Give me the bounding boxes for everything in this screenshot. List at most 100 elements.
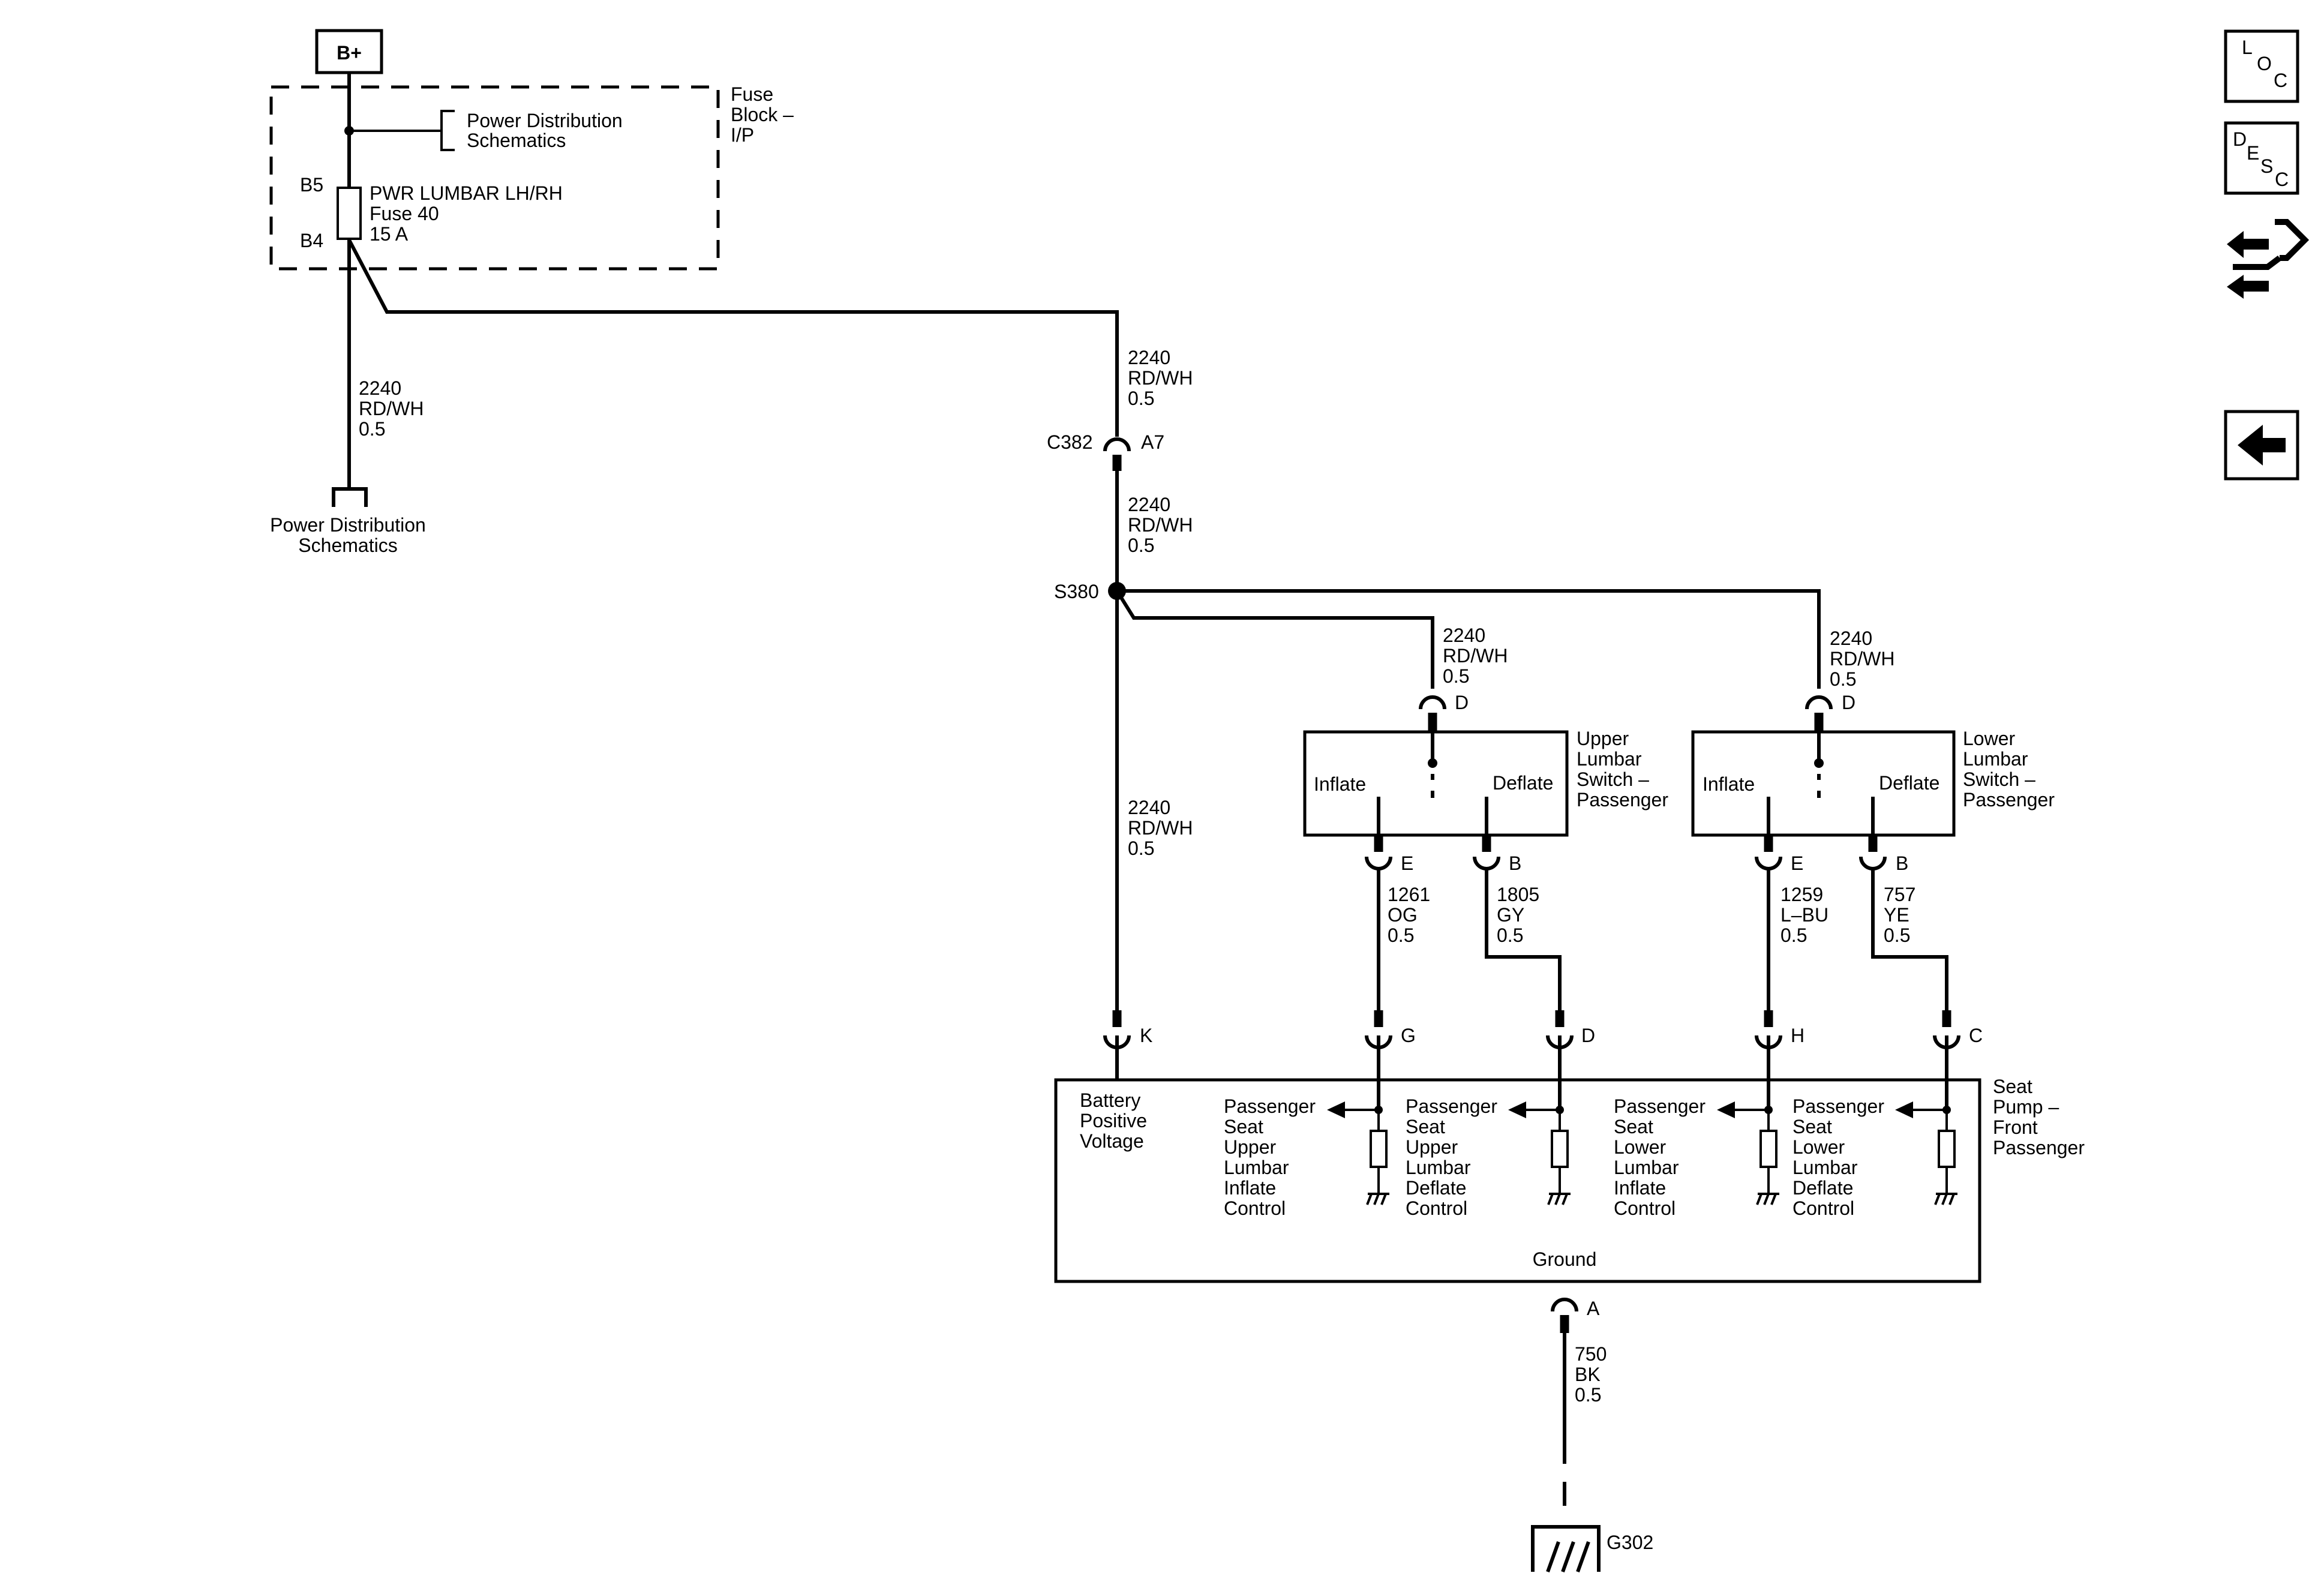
switch-feed-branches: 2240 RD/WH 0.5 2240 RD/WH 0.5 bbox=[1115, 589, 1894, 690]
svg-text:Inflate: Inflate bbox=[1224, 1177, 1276, 1199]
upper-inflate-pin: E bbox=[1401, 852, 1413, 874]
desc-letter-d: D bbox=[2233, 128, 2247, 150]
ground-point-label: G302 bbox=[1607, 1532, 1653, 1553]
loc-letter-c: C bbox=[2274, 70, 2287, 91]
lower-deflate-pin: B bbox=[1896, 852, 1908, 874]
desc-letter-s: S bbox=[2260, 155, 2273, 177]
pump-pin-g: G bbox=[1401, 1025, 1416, 1046]
fuse-pin-in: B5 bbox=[300, 174, 323, 196]
svg-text:Control: Control bbox=[1406, 1197, 1467, 1219]
pump-pin-k: K bbox=[1140, 1025, 1152, 1046]
loc-letter-o: O bbox=[2257, 53, 2272, 74]
upper-deflate-wire-color: GY bbox=[1497, 904, 1524, 926]
svg-text:Lumbar: Lumbar bbox=[1792, 1157, 1858, 1178]
control-label-upper-deflate: Passenger Seat Upper Lumbar Deflate Cont… bbox=[1406, 1095, 1497, 1219]
lower-feed-wire-color: RD/WH bbox=[1830, 648, 1894, 670]
pump-input-pins: G D H C bbox=[1365, 1010, 1983, 1110]
battery-label: B+ bbox=[337, 42, 362, 64]
lower-inflate-wire-color: L–BU bbox=[1780, 904, 1828, 926]
upper-feed-wire-color: RD/WH bbox=[1443, 645, 1508, 667]
upper-deflate-label: Deflate bbox=[1493, 772, 1553, 794]
svg-text:Seat: Seat bbox=[1792, 1116, 1832, 1137]
battery-voltage-line-1: Battery bbox=[1080, 1089, 1140, 1111]
svg-text:Upper: Upper bbox=[1406, 1136, 1458, 1158]
nav-location-button[interactable]: L O C bbox=[2224, 29, 2299, 103]
ground-circuit: A 750 BK 0.5 G302 bbox=[1531, 1298, 1653, 1573]
control-label-lower-deflate: Passenger Seat Lower Lumbar Deflate Cont… bbox=[1792, 1095, 1884, 1219]
pump-ground-label: Ground bbox=[1533, 1248, 1597, 1270]
lower-feed-wire-number: 2240 bbox=[1830, 628, 1872, 649]
ground-wire-gauge: 0.5 bbox=[1575, 1384, 1601, 1406]
fuse-line-2: Fuse 40 bbox=[370, 203, 439, 224]
upper-inflate-label: Inflate bbox=[1314, 773, 1366, 795]
upper-feed-pin: D bbox=[1455, 692, 1469, 713]
svg-text:Seat: Seat bbox=[1406, 1116, 1445, 1137]
left-wire-gauge: 0.5 bbox=[359, 418, 385, 440]
fuse-line-3: 15 A bbox=[370, 223, 409, 245]
battery-voltage-line-2: Positive bbox=[1080, 1110, 1147, 1131]
main-mid-wire-number: 2240 bbox=[1128, 494, 1170, 515]
nav-back-button[interactable] bbox=[2224, 410, 2299, 481]
fuse-pin-out: B4 bbox=[300, 230, 323, 251]
lower-lumbar-switch: D Inflate Deflate Lower Lumbar Switch – … bbox=[1691, 692, 2055, 1014]
main-top-wire-number: 2240 bbox=[1128, 347, 1170, 368]
svg-text:Passenger: Passenger bbox=[1792, 1095, 1884, 1117]
svg-text:Deflate: Deflate bbox=[1406, 1177, 1466, 1199]
svg-text:Passenger: Passenger bbox=[1406, 1095, 1497, 1117]
lower-deflate-wire-gauge: 0.5 bbox=[1884, 924, 1910, 946]
control-circuit-upper-deflate bbox=[1508, 1101, 1571, 1205]
svg-text:Control: Control bbox=[1224, 1197, 1286, 1219]
pump-pin-c: C bbox=[1969, 1025, 1983, 1046]
left-wire-color: RD/WH bbox=[359, 398, 424, 419]
nav-description-button[interactable]: D E S C bbox=[2224, 121, 2299, 195]
svg-text:Control: Control bbox=[1792, 1197, 1854, 1219]
svg-text:Lower: Lower bbox=[1614, 1136, 1667, 1158]
svg-text:Passenger: Passenger bbox=[1614, 1095, 1706, 1117]
svg-text:Seat: Seat bbox=[1614, 1116, 1653, 1137]
ground-wire-color: BK bbox=[1575, 1364, 1601, 1385]
location-icon[interactable] bbox=[2224, 29, 2299, 103]
left-ref-line-1: Power Distribution bbox=[270, 514, 426, 536]
svg-text:Lumbar: Lumbar bbox=[1224, 1157, 1289, 1178]
fuse-block: Fuse Block – I/P Power Distribution Sche… bbox=[269, 73, 794, 271]
svg-text:Lumbar: Lumbar bbox=[1614, 1157, 1679, 1178]
upper-feed-wire-gauge: 0.5 bbox=[1443, 665, 1469, 687]
control-circuit-lower-deflate bbox=[1895, 1101, 1957, 1205]
svg-text:Passenger: Passenger bbox=[1224, 1095, 1316, 1117]
nav-connector-button[interactable] bbox=[2224, 216, 2310, 300]
upper-inflate-wire-number: 1261 bbox=[1388, 884, 1430, 905]
control-circuit-lower-inflate bbox=[1717, 1101, 1779, 1205]
svg-text:Upper: Upper bbox=[1224, 1136, 1277, 1158]
pump-name-3: Front bbox=[1993, 1116, 2038, 1138]
ground-connector-symbol bbox=[1551, 1298, 1578, 1312]
lower-feed-pin: D bbox=[1842, 692, 1855, 713]
connector-icon[interactable] bbox=[2224, 216, 2310, 300]
description-icon[interactable] bbox=[2224, 121, 2299, 195]
main-top-wire-gauge: 0.5 bbox=[1128, 388, 1154, 409]
left-ref-line-2: Schematics bbox=[298, 535, 397, 556]
upper-switch-name-4: Passenger bbox=[1577, 789, 1668, 810]
main-low-wire-color: RD/WH bbox=[1128, 817, 1193, 839]
lower-feed-wire-gauge: 0.5 bbox=[1830, 668, 1856, 690]
upper-switch-name-1: Upper bbox=[1577, 728, 1629, 749]
main-low-wire-gauge: 0.5 bbox=[1128, 837, 1154, 859]
lower-inflate-pin: E bbox=[1791, 852, 1803, 874]
ground-wire-number: 750 bbox=[1575, 1343, 1607, 1365]
lower-inflate-wire-number: 1259 bbox=[1780, 884, 1823, 905]
main-mid-wire-gauge: 0.5 bbox=[1128, 535, 1154, 556]
pump-name-1: Seat bbox=[1993, 1076, 2032, 1097]
main-power-feed: 2240 RD/WH 0.5 C382 A7 2240 RD/WH 0.5 S3… bbox=[347, 239, 1193, 1080]
control-label-lower-inflate: Passenger Seat Lower Lumbar Inflate Cont… bbox=[1614, 1095, 1706, 1219]
svg-text:Control: Control bbox=[1614, 1197, 1676, 1219]
pump-pin-h: H bbox=[1791, 1025, 1804, 1046]
lower-deflate-wire-color: YE bbox=[1884, 904, 1909, 926]
c382-label: C382 bbox=[1047, 431, 1093, 453]
c382-pin: A7 bbox=[1141, 431, 1164, 453]
upper-switch-name-2: Lumbar bbox=[1577, 748, 1642, 770]
upper-feed-wire-number: 2240 bbox=[1443, 625, 1485, 646]
fuse-block-title-2: Block – bbox=[731, 104, 794, 125]
s380-label: S380 bbox=[1054, 581, 1099, 602]
control-circuit-upper-inflate bbox=[1327, 1101, 1389, 1205]
chassis-ground-icon bbox=[1531, 1525, 1601, 1573]
